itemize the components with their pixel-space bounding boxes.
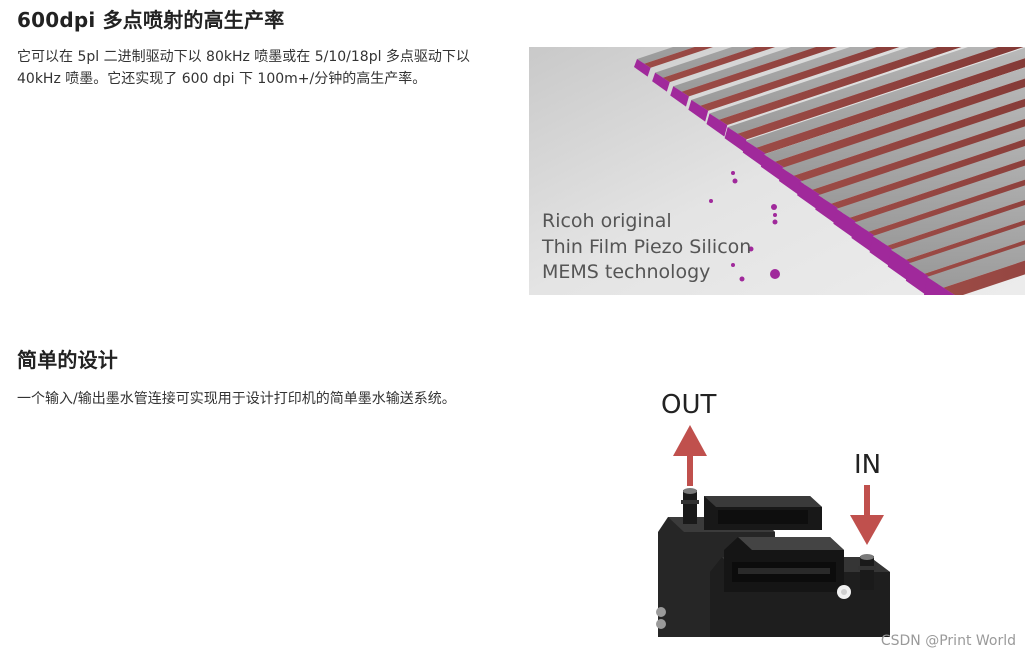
nozzle-face (724, 127, 747, 152)
silicon-ridge (818, 126, 1025, 204)
section-title-productivity: 600dpi 多点喷射的高生产率 (17, 8, 285, 32)
ink-droplet (731, 263, 735, 267)
silicon-ridge (763, 67, 1025, 162)
ink-droplet (773, 213, 777, 217)
ink-channel (718, 47, 962, 126)
silicon-ridge (890, 205, 1025, 260)
ink-channel (737, 47, 1024, 140)
silicon-ridge (655, 47, 756, 78)
ink-channel (756, 58, 1025, 154)
in-tube-nozzle (858, 554, 876, 590)
printhead-body (656, 496, 890, 637)
ink-droplet (739, 276, 745, 282)
nozzle-face (779, 168, 805, 197)
ink-channel (831, 139, 1025, 211)
silicon-ridge (727, 47, 999, 134)
nozzle-channels (634, 47, 1025, 295)
silicon-ridge (908, 224, 1025, 274)
in-arrow-icon (850, 485, 884, 545)
ink-droplet (772, 219, 778, 225)
nozzle-face (688, 99, 709, 122)
silicon-ridge (782, 87, 1025, 176)
ink-connector-figure: OUT IN (600, 372, 930, 637)
ink-droplet (709, 199, 713, 203)
ink-droplet (770, 269, 780, 279)
silicon-ridge (673, 47, 816, 92)
ink-channel (812, 118, 1025, 197)
caption-line: MEMS technology (542, 261, 711, 283)
ink-channel (849, 159, 1025, 226)
ink-channel (775, 78, 1025, 168)
printhead-connector-illustration (656, 425, 890, 637)
nozzle-face (924, 277, 955, 295)
mems-nozzle-illustration (529, 47, 1025, 295)
out-tube-nozzle (681, 488, 699, 524)
silicon-ridge (872, 185, 1025, 246)
nozzle-face (742, 140, 766, 167)
figure-caption: Ricoh original Thin Film Piezo Silicon M… (542, 209, 751, 286)
ink-droplets (709, 171, 780, 282)
ink-droplet (771, 204, 777, 210)
caption-line: Thin Film Piezo Silicon (542, 235, 752, 258)
silicon-ridge (637, 47, 695, 64)
out-arrow-icon (673, 425, 707, 486)
ink-channel (662, 47, 776, 83)
caption-line: Ricoh original (542, 210, 672, 232)
ink-channel (644, 47, 713, 68)
ink-channel (793, 98, 1025, 183)
silicon-ridge (927, 244, 1025, 288)
mems-printhead-figure: Ricoh original Thin Film Piezo Silicon M… (529, 47, 1025, 295)
nozzle-face (706, 113, 728, 137)
silicon-ridge (836, 146, 1025, 218)
ink-channel (943, 260, 1025, 295)
nozzle-face (760, 154, 785, 182)
nozzle-face (634, 59, 651, 77)
watermark: CSDN @Print World (880, 633, 1016, 649)
ink-droplet (748, 246, 754, 252)
silicon-ridge (800, 106, 1025, 190)
silicon-ridge (709, 47, 938, 120)
ink-droplet (731, 171, 735, 175)
silicon-ridge (745, 47, 1025, 148)
in-port-label: IN (854, 450, 882, 480)
silicon-ridge (691, 47, 877, 106)
ink-droplet (732, 178, 738, 184)
nozzle-face (670, 86, 689, 107)
silicon-ridge (854, 165, 1025, 232)
section-title-simple-design: 简单的设计 (17, 348, 118, 372)
section-body-simple-design: 一个输入/输出墨水管连接可实现用于设计打印机的简单墨水输送系统。 (17, 391, 456, 407)
out-port-label: OUT (661, 390, 717, 420)
ink-channel (700, 47, 900, 111)
ink-channel (681, 47, 838, 97)
section-body-productivity: 它可以在 5pl 二进制驱动下以 80kHz 喷墨或在 5/10/18pl 多点… (17, 49, 470, 87)
nozzle-face (652, 72, 670, 92)
